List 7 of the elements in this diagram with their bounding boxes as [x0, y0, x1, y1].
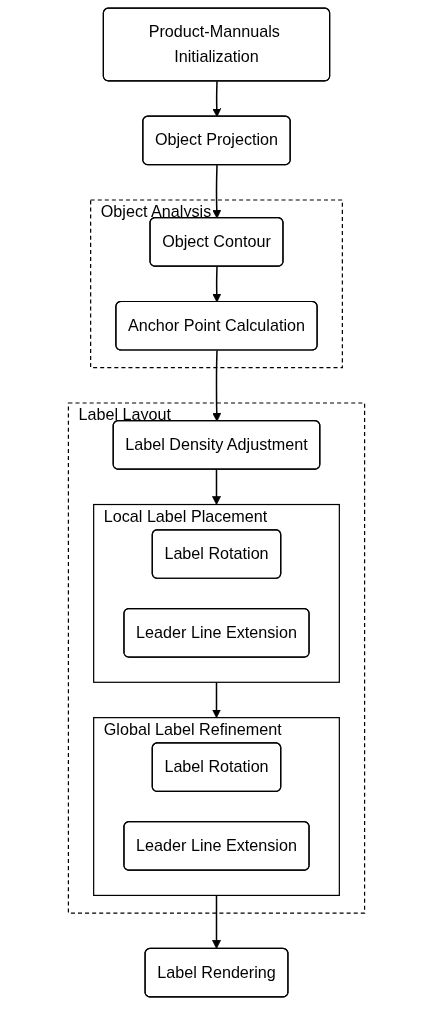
arrow — [212, 164, 222, 219]
arrow — [212, 349, 222, 422]
arrow — [212, 681, 221, 719]
arrow — [212, 265, 222, 303]
arrow — [212, 80, 222, 118]
arrow — [212, 894, 221, 949]
arrow — [212, 468, 221, 505]
